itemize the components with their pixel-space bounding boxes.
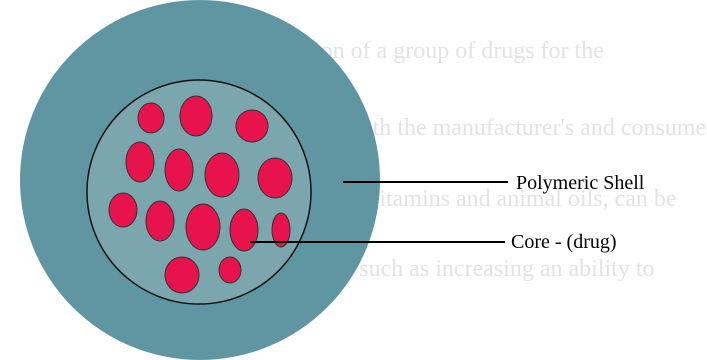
drug-particle (258, 158, 292, 198)
drug-particle (146, 201, 174, 241)
drug-particle (230, 209, 258, 251)
drug-particle (165, 149, 193, 191)
drug-particle (138, 103, 164, 133)
shell-label: Polymeric Shell (516, 172, 645, 194)
core-label: Core - (drug) (511, 231, 617, 253)
drug-particle (109, 193, 137, 227)
drug-particle (205, 153, 239, 197)
drug-particle (186, 204, 220, 250)
drug-particle (180, 96, 212, 136)
drug-particle (236, 110, 268, 142)
drug-particle (219, 257, 241, 283)
drug-particle (165, 257, 199, 293)
drug-particle (126, 142, 154, 182)
